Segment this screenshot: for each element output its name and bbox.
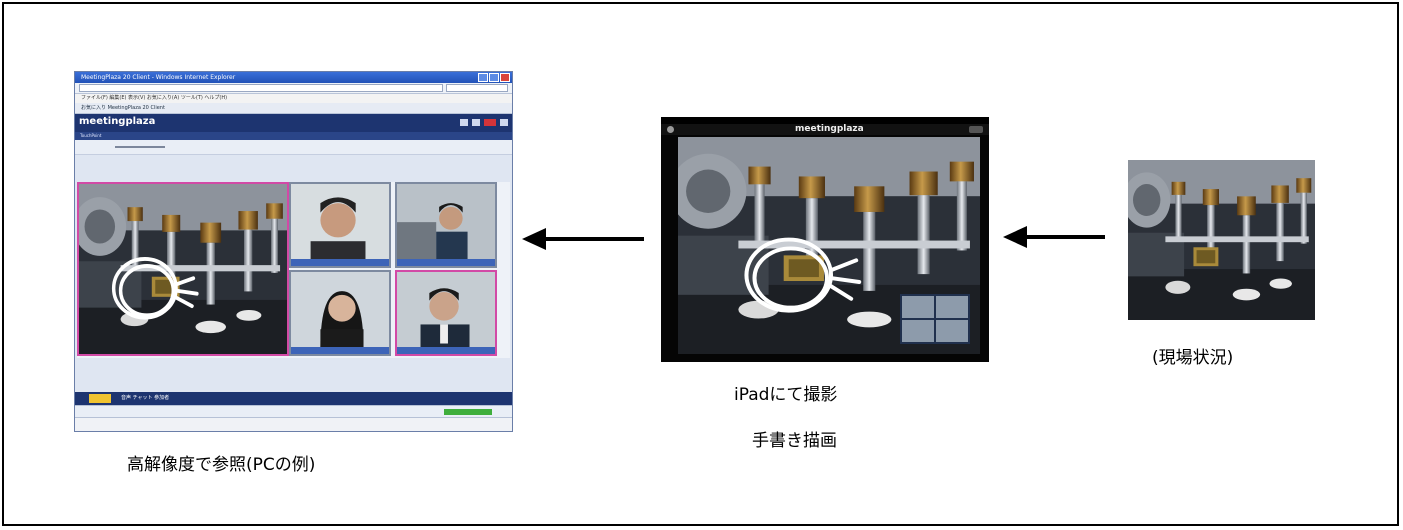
participant-video — [395, 182, 497, 268]
pc-app-header: meetingplaza — [75, 114, 512, 132]
pc-video-stage — [77, 182, 510, 358]
pc-caption: 高解像度で参照(PCの例) — [127, 455, 316, 475]
pc-header-icons — [460, 119, 508, 126]
close-icon — [500, 73, 510, 82]
pc-app-logo: meetingplaza — [79, 116, 156, 127]
ipad-bar-button — [969, 126, 983, 133]
pc-status-bar — [75, 405, 512, 418]
zoom-slider — [115, 146, 165, 148]
site-caption: (現場状況) — [1152, 348, 1234, 368]
pc-sub-label: TouchPoint — [75, 132, 512, 140]
ipad-app-logo: meetingplaza — [795, 124, 864, 134]
pc-ie-statusbar — [75, 417, 512, 431]
pc-tab-bar: お気に入り MeetingPlaza 20 Client — [75, 103, 512, 114]
pc-toolbar — [75, 140, 512, 155]
ipad-app-bar: meetingplaza — [661, 124, 989, 135]
pc-window-title: MeetingPlaza 20 Client - Windows Interne… — [75, 72, 512, 83]
pc-browser-screenshot: MeetingPlaza 20 Client - Windows Interne… — [74, 71, 513, 432]
ipad-caption-line1: iPadにて撮影 — [734, 385, 838, 405]
participant-video — [289, 182, 391, 268]
pc-footer-text: 音声 チャット 参加者 — [121, 395, 170, 401]
pc-menu-bar: ファイル(F) 編集(E) 表示(V) お気に入り(A) ツール(T) ヘルプ(… — [75, 94, 512, 103]
pc-window-buttons — [478, 73, 510, 82]
gear-icon — [667, 126, 674, 133]
site-photo — [1128, 160, 1315, 320]
arrow-left-icon — [1003, 226, 1105, 248]
arrow-left-icon — [522, 228, 644, 250]
pc-app-footer: 音声 チャット 参加者 — [75, 392, 512, 405]
pc-address-bar — [75, 83, 512, 94]
ipad-caption-line2: 手書き描画 — [752, 431, 837, 451]
participant-video-highlighted — [395, 270, 497, 356]
pc-main-video — [77, 182, 289, 356]
ipad-video — [678, 137, 980, 354]
participant-video — [289, 270, 391, 356]
ipad-screenshot: meetingplaza — [661, 117, 989, 362]
ipad-participant-thumbnails — [900, 294, 970, 344]
